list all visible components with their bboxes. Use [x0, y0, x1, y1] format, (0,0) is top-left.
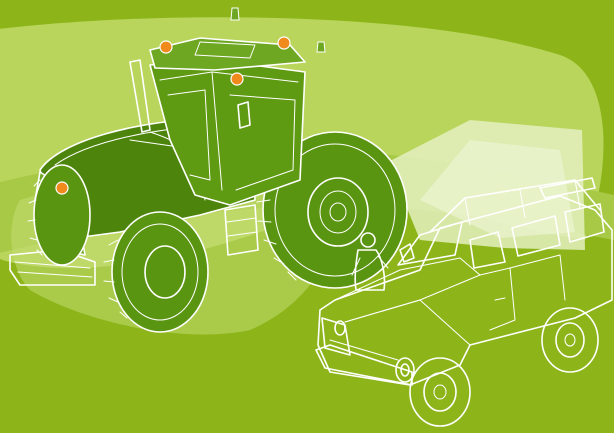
beacon-light-3: [231, 73, 243, 85]
beacon-light-1: [160, 41, 172, 53]
beacon-light-4: [56, 182, 68, 194]
beacon-light-2: [278, 37, 290, 49]
